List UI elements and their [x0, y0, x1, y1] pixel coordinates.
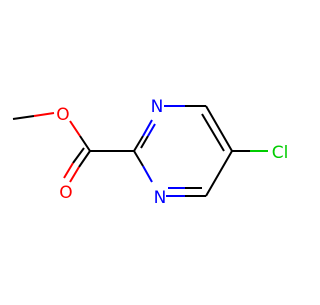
bond-methyl-o — [12, 115, 35, 120]
bond-n3-c2-blue — [142, 165, 153, 183]
atom-label-cl: Cl — [272, 143, 289, 163]
bond-c6-c5 — [205, 105, 233, 152]
bond-c2-n1 — [133, 135, 144, 152]
bond-c5-c4 — [205, 150, 233, 197]
bond-c6-c5-inner — [201, 113, 225, 152]
bond-c2-n1-inner-blue — [147, 123, 156, 137]
bond-n3-c2 — [133, 150, 144, 167]
bond-o-c — [69, 120, 81, 137]
atom-label-o-carbonyl: O — [59, 183, 72, 203]
molecule-svg: O O N N Cl — [12, 97, 289, 208]
atom-label-n-top: N — [151, 97, 164, 117]
structure-diagram: O O N N Cl — [12, 97, 289, 208]
atom-label-o-ether: O — [56, 105, 69, 125]
bond-c2-n1-inner — [140, 135, 149, 149]
atom-label-n-bottom: N — [154, 188, 167, 208]
bond-c-o-double-2-red — [63, 162, 74, 179]
bond-c-o-double-2 — [72, 147, 85, 164]
bond-c-o-double-1 — [78, 150, 91, 168]
bond-c-o-double-1-red — [69, 166, 80, 183]
bond-c2-n1-blue — [142, 119, 153, 137]
bond-methyl-o-red — [33, 112, 55, 117]
bond-o-c-black — [79, 135, 91, 152]
